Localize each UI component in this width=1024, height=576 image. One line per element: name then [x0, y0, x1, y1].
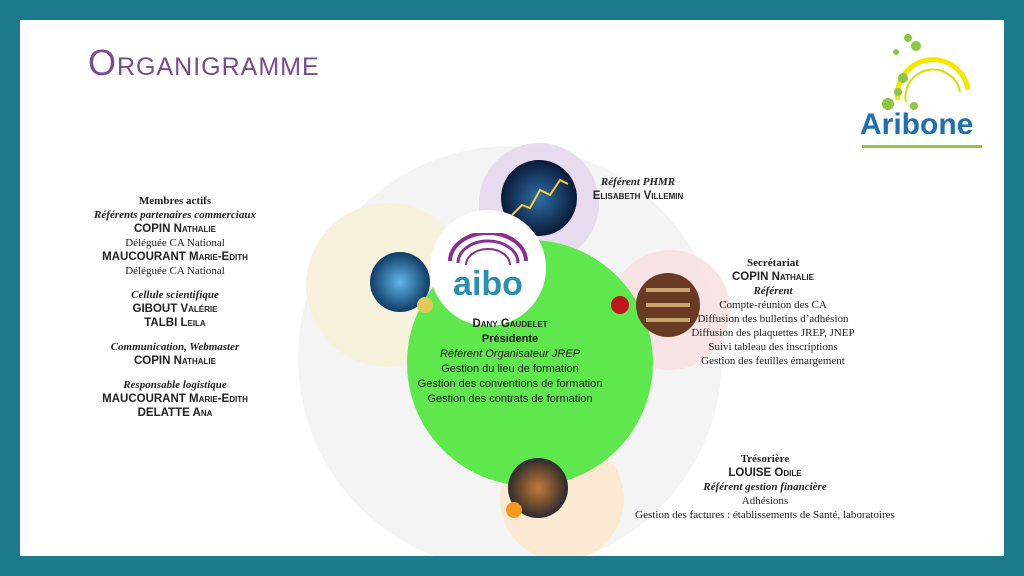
aribone-logo	[882, 34, 971, 110]
members-sub: Référents partenaires commerciaux	[94, 209, 256, 221]
photo-left-tech	[370, 252, 430, 312]
top-block: Référent PHMR Elisabeth Villemin	[568, 175, 708, 203]
president-role: Présidente	[481, 333, 539, 345]
science-member: GIBOUT Valérie	[132, 303, 218, 315]
logistics-member: MAUCOURANT Marie-Edith	[102, 393, 248, 405]
photo-top-chart	[501, 160, 577, 236]
aibo-disc	[430, 210, 546, 326]
dot-right	[611, 296, 629, 314]
secretariat-task: Compte-réunion des CA	[719, 299, 827, 311]
org-diagram	[298, 143, 730, 556]
member-name: COPIN Nathalie	[134, 223, 216, 235]
bottom-block: Trésorière LOUISE Odile Référent gestion…	[620, 452, 910, 522]
science-member: TALBI Leila	[144, 317, 206, 329]
logistics-member: DELATTE Ana	[137, 407, 213, 419]
photo-bottom-coins	[508, 458, 568, 518]
member-role: Déléguée CA National	[125, 265, 225, 277]
com-header: Communication, Webmaster	[110, 341, 240, 353]
center-block: Dany Gaudelet Présidente Référent Organi…	[410, 317, 610, 407]
member-role: Déléguée CA National	[125, 237, 225, 249]
president-task: Gestion des conventions de formation	[417, 378, 603, 390]
treasurer-header: Trésorière	[740, 453, 790, 465]
right-block: Secrétariat COPIN Nathalie Référent Comp…	[668, 256, 878, 368]
president-task: Gestion des contrats de formation	[427, 393, 593, 405]
president-name: Dany Gaudelet	[472, 318, 548, 330]
secretariat-task: Gestion des feuilles émargement	[701, 355, 845, 367]
com-member: COPIN Nathalie	[134, 355, 216, 367]
members-header: Membres actifs	[138, 195, 212, 207]
treasurer-sub: Référent gestion financière	[703, 481, 827, 493]
dot-left	[417, 297, 433, 313]
treasurer-task: Gestion des factures : établissements de…	[635, 509, 895, 521]
president-task: Gestion du lieu de formation	[441, 363, 579, 375]
aibo-logo: aibo	[448, 233, 528, 303]
aibo-logo-text: aibo	[453, 265, 523, 303]
slide: Organigramme Aribone	[20, 20, 1004, 556]
aribone-logo-text: Aribone	[860, 108, 974, 141]
secretariat-task: Diffusion des plaquettes JREP, JNEP	[691, 327, 855, 339]
treasurer-name: LOUISE Odile	[728, 467, 802, 479]
left-block: Membres actifs Référents partenaires com…	[75, 194, 275, 420]
dot-bottom	[506, 502, 522, 518]
treasurer-task: Adhésions	[741, 495, 789, 507]
phmr-name: Elisabeth Villemin	[592, 190, 684, 202]
science-header: Cellule scientifique	[131, 289, 219, 301]
president-sub: Référent Organisateur JREP	[439, 348, 580, 360]
secretariat-sub: Référent	[753, 285, 793, 297]
member-name: MAUCOURANT Marie-Edith	[102, 251, 248, 263]
page-title: Organigramme	[88, 42, 320, 83]
secretariat-header: Secrétariat	[747, 257, 799, 269]
logistics-header: Responsable logistique	[123, 379, 227, 391]
logo-underline	[862, 145, 982, 148]
secretariat-name: COPIN Nathalie	[732, 271, 814, 283]
secretariat-task: Suivi tableau des inscriptions	[708, 341, 838, 353]
secretariat-task: Diffusion des bulletins d’adhésion	[697, 313, 849, 325]
phmr-role: Référent PHMR	[600, 176, 676, 188]
